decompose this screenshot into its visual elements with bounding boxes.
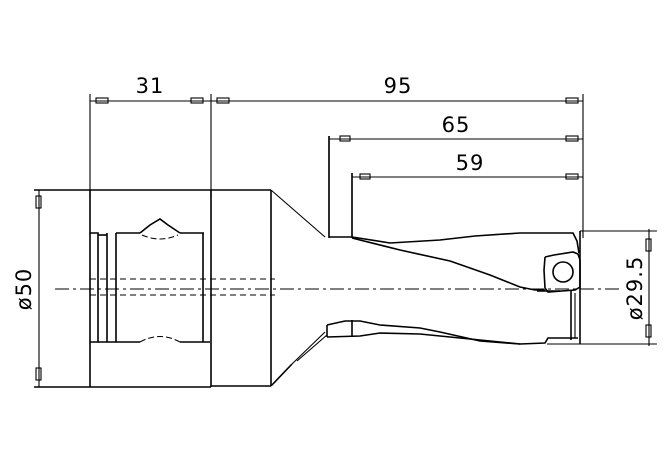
dim-label-diameter-29-5: ø29.5: [623, 256, 647, 321]
dimension-65: 65: [328, 113, 583, 238]
dimension-59: 59: [351, 151, 583, 238]
dim-label-31: 31: [136, 74, 165, 98]
dimension-diameter-50: ø50: [12, 189, 90, 387]
dimension-95: 95: [211, 74, 584, 238]
dim-label-95: 95: [384, 74, 413, 98]
dimension-31: 31: [89, 74, 212, 198]
drill-body: [326, 136, 581, 345]
dim-label-65: 65: [442, 113, 471, 137]
dimension-diameter-29-5: ø29.5: [547, 229, 657, 346]
dim-label-59: 59: [456, 151, 485, 175]
cutting-insert: [537, 251, 581, 293]
neck-taper: [270, 189, 328, 387]
dim-label-diameter-50: ø50: [12, 268, 36, 311]
